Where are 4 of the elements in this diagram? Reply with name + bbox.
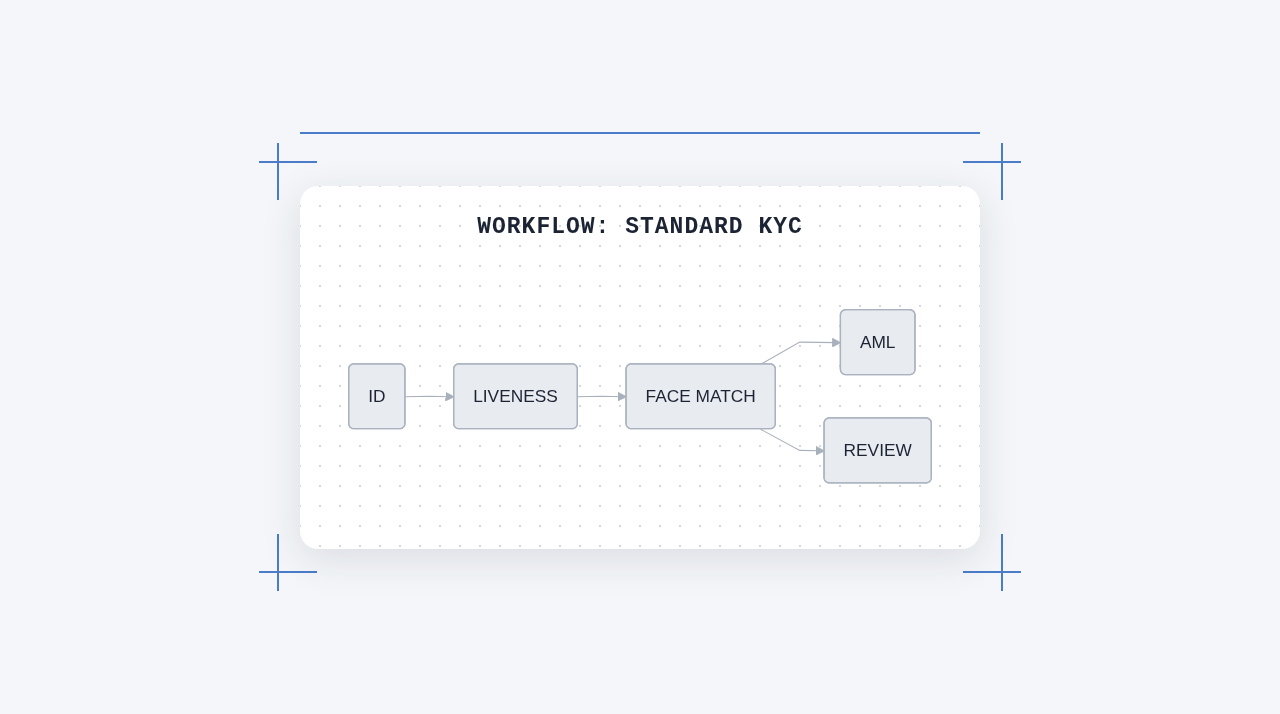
diagram-title: WORKFLOW: STANDARD KYC — [477, 214, 803, 240]
arrow — [577, 391, 627, 402]
arrow — [760, 428, 825, 456]
card-background: WORKFLOW: STANDARD KYC ID LIVENESS FACE MATCH AML REVIEW — [300, 186, 980, 549]
